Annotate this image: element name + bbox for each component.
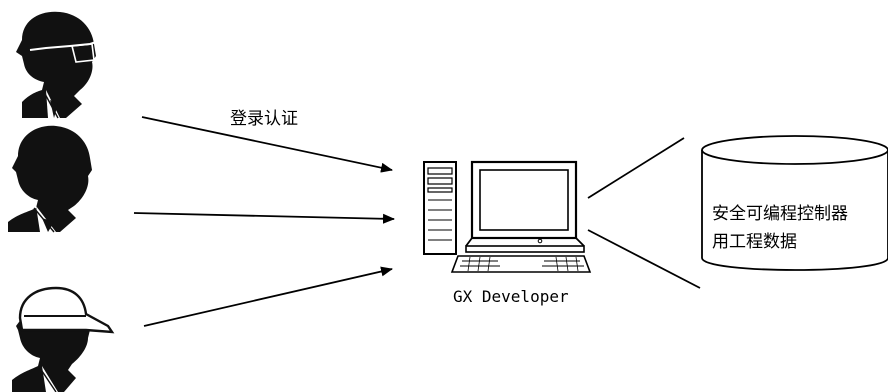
user-icon	[8, 125, 92, 233]
arrow-user2-to-computer	[133, 212, 395, 224]
database-cylinder-icon	[701, 135, 888, 271]
arrow-user1-to-computer	[141, 116, 393, 173]
link-computer-to-database-bottom	[587, 229, 701, 289]
computer-icon	[423, 160, 592, 273]
computer-label: GX Developer	[453, 287, 569, 306]
user-with-cap-icon	[12, 286, 115, 392]
database-label: 安全可编程控制器 用工程数据	[712, 200, 848, 256]
user-with-glasses-icon	[16, 11, 97, 119]
database-label-line1: 安全可编程控制器	[712, 204, 848, 224]
arrow-user3-to-computer	[143, 266, 393, 327]
arrow-label-login-authentication: 登录认证	[230, 109, 298, 129]
database-label-line2: 用工程数据	[712, 232, 797, 252]
link-computer-to-database-top	[587, 137, 685, 199]
